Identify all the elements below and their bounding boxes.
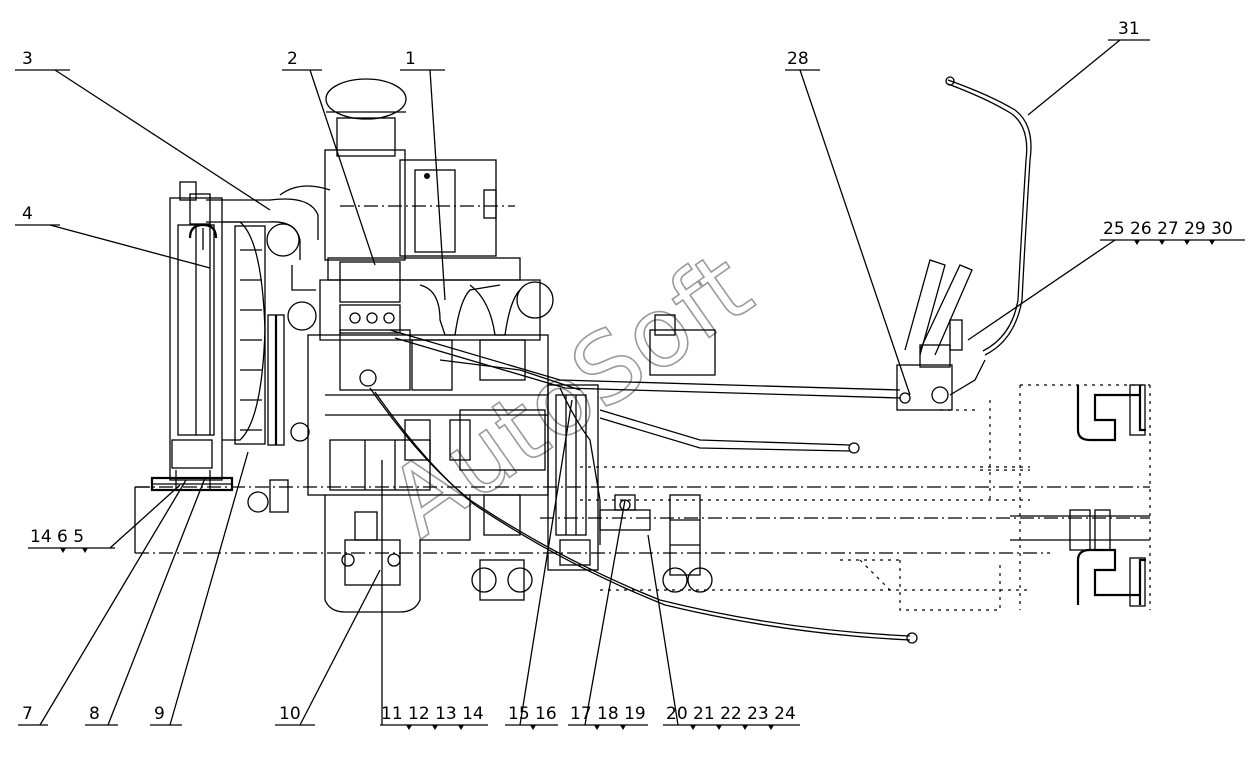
svg-text:20 21 22 23 24: 20 21 22 23 24	[666, 704, 796, 724]
svg-text:3: 3	[22, 49, 33, 69]
svg-text:17 18 19: 17 18 19	[570, 704, 646, 724]
control-cables	[369, 329, 918, 644]
callout-9: 9	[150, 451, 249, 726]
callout-14-6-5: 14 6 5	[28, 484, 181, 553]
svg-text:11 12 13 14: 11 12 13 14	[381, 704, 484, 724]
callout-8: 8	[85, 477, 206, 726]
callout-25-30: 25 26 27 29 30	[967, 219, 1245, 341]
callout-10: 10	[275, 569, 381, 726]
pedal-assembly	[896, 259, 986, 411]
svg-text:28: 28	[787, 49, 809, 69]
throttle-cable	[945, 76, 1032, 356]
fan-shroud	[222, 221, 289, 513]
svg-text:8: 8	[89, 704, 100, 724]
callout-17-19: 17 18 19	[568, 499, 648, 730]
callout-15-16: 15 16	[505, 399, 573, 730]
svg-text:4: 4	[22, 204, 33, 224]
svg-text:1: 1	[405, 49, 416, 69]
chassis-frame	[134, 384, 1151, 611]
air-intake	[206, 78, 515, 291]
callout-1: 1	[400, 49, 446, 301]
callout-7: 7	[18, 479, 187, 726]
svg-text:2: 2	[287, 49, 298, 69]
svg-text:15 16: 15 16	[508, 704, 557, 724]
svg-text:10: 10	[279, 704, 301, 724]
callout-20-24: 20 21 22 23 24	[647, 534, 800, 730]
rear-spring-brackets	[1010, 384, 1150, 607]
callout-4: 4	[15, 204, 211, 269]
svg-text:31: 31	[1118, 19, 1140, 39]
svg-text:25 26 27 29 30: 25 26 27 29 30	[1103, 219, 1233, 239]
svg-text:7: 7	[22, 704, 33, 724]
transmission-mounts	[599, 314, 716, 593]
callouts: 1 2 3 4 28 31	[15, 19, 1245, 730]
callout-3: 3	[15, 49, 271, 211]
radiator	[150, 181, 234, 492]
callout-28: 28	[785, 49, 911, 396]
callout-31: 31	[1027, 19, 1150, 116]
callout-2: 2	[282, 49, 376, 266]
svg-text:14 6 5: 14 6 5	[30, 527, 84, 547]
callout-11-14: 11 12 13 14	[380, 460, 488, 730]
svg-text:9: 9	[154, 704, 165, 724]
